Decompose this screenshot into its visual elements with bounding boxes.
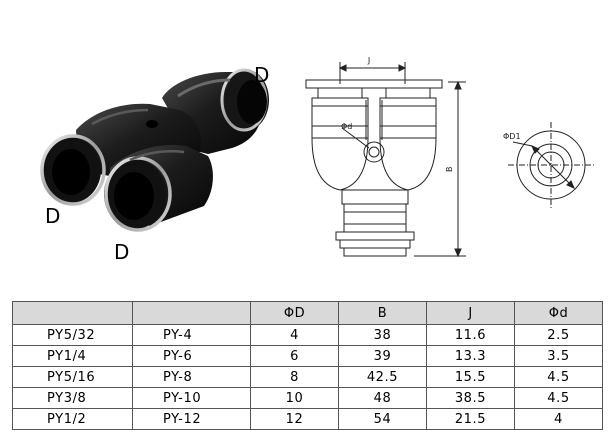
cell-od: 10	[250, 387, 339, 409]
table-row: PY1/2 PY-12 12 54 21.5 4	[12, 408, 603, 430]
table-header-row: ΦD B J Φd	[12, 301, 603, 325]
cell-d: 3.5	[514, 345, 603, 367]
cell-j: 21.5	[426, 408, 515, 430]
cell-metric-model: PY-12	[132, 408, 251, 430]
dim-d1-label: ΦD1	[503, 132, 521, 141]
cell-d: 2.5	[514, 324, 603, 346]
header-d: Φd	[514, 301, 603, 325]
side-view-drawing	[508, 122, 594, 208]
front-view-drawing	[305, 62, 466, 258]
cell-inch-model: PY3/8	[12, 387, 133, 409]
cell-b: 48	[338, 387, 427, 409]
cell-od: 8	[250, 366, 339, 388]
cell-b: 39	[338, 345, 427, 367]
cell-od: 12	[250, 408, 339, 430]
cell-inch-model: PY5/32	[12, 324, 133, 346]
cell-inch-model: PY5/16	[12, 366, 133, 388]
cell-j: 15.5	[426, 366, 515, 388]
cell-b: 42.5	[338, 366, 427, 388]
header-metric-model	[132, 301, 251, 325]
cell-metric-model: PY-8	[132, 366, 251, 388]
table-row: PY5/32 PY-4 4 38 11.6 2.5	[12, 324, 603, 346]
header-od: ΦD	[250, 301, 339, 325]
port-label-rear: D	[254, 63, 270, 87]
cell-metric-model: PY-6	[132, 345, 251, 367]
cell-j: 13.3	[426, 345, 515, 367]
port-label-front: D	[114, 240, 130, 264]
header-b: B	[338, 301, 427, 325]
cell-metric-model: PY-4	[132, 324, 251, 346]
port-label-left: D	[45, 204, 61, 228]
product-figure: J Φd B ΦD1 D D D	[40, 56, 594, 264]
cell-od: 6	[250, 345, 339, 367]
table-row: PY3/8 PY-10 10 48 38.5 4.5	[12, 387, 603, 409]
dim-j-label: J	[367, 56, 370, 65]
cell-d: 4	[514, 408, 603, 430]
cell-inch-model: PY1/4	[12, 345, 133, 367]
cell-metric-model: PY-10	[132, 387, 251, 409]
table-row: PY1/4 PY-6 6 39 13.3 3.5	[12, 345, 603, 367]
cell-d: 4.5	[514, 366, 603, 388]
header-j: J	[426, 301, 515, 325]
figure-artwork: J Φd B ΦD1	[40, 56, 594, 258]
cell-b: 54	[338, 408, 427, 430]
cell-inch-model: PY1/2	[12, 408, 133, 430]
cell-b: 38	[338, 324, 427, 346]
dim-d-label: Φd	[341, 122, 352, 131]
cell-j: 11.6	[426, 324, 515, 346]
header-inch-model	[12, 301, 133, 325]
cell-d: 4.5	[514, 387, 603, 409]
spec-table: ΦD B J Φd PY5/32 PY-4 4 38 11.6 2.5 PY1/…	[12, 301, 603, 430]
cell-od: 4	[250, 324, 339, 346]
dim-b-label: B	[445, 167, 454, 173]
y-connector-photo	[40, 68, 269, 232]
table-row: PY5/16 PY-8 8 42.5 15.5 4.5	[12, 366, 603, 388]
cell-j: 38.5	[426, 387, 515, 409]
